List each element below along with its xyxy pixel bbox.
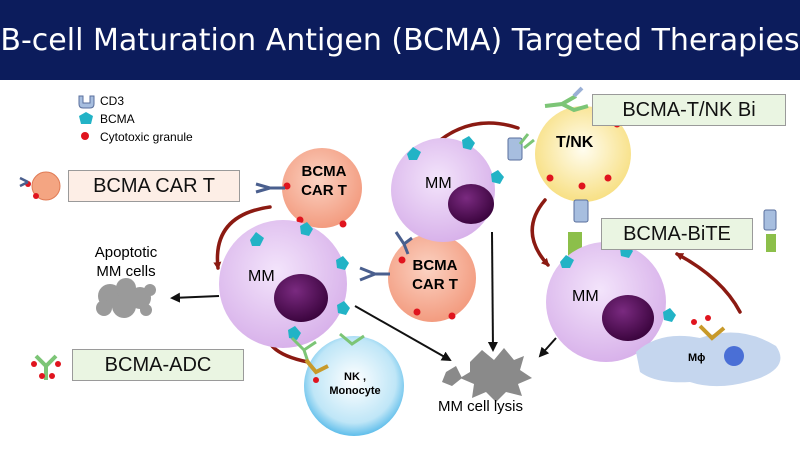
mm-cell-center xyxy=(391,136,504,242)
cd3-receptor-icon xyxy=(78,95,95,109)
macrophage-cell xyxy=(636,315,781,387)
macrophage-label: Mϕ xyxy=(688,352,706,364)
mm-cell-left xyxy=(219,220,350,348)
t-nk-bispecific-icon xyxy=(544,86,589,113)
car-t-attack-arrow xyxy=(213,205,272,270)
t-nk-cell xyxy=(507,106,631,223)
macrophage-arrow xyxy=(675,252,742,314)
apoptotic-label: Apoptotic MM cells xyxy=(94,244,158,280)
apoptosis-arrow xyxy=(170,292,220,303)
bcma-antigen-icon xyxy=(79,112,93,124)
bite-arrow xyxy=(530,198,550,267)
car-t-middle-label: BCMA CAR T xyxy=(412,257,458,293)
lysis-arrow-left xyxy=(354,305,452,361)
mm-center-label: MM xyxy=(425,175,452,192)
adc-antibody-icon xyxy=(31,354,61,380)
lysis-arrow-right xyxy=(538,337,557,358)
lysis-arrow-center xyxy=(487,231,498,352)
nk-monocyte-label: NK , Monocyte xyxy=(329,371,381,397)
cytotoxic-granule-icon xyxy=(81,132,89,140)
mm-left-label: MM xyxy=(248,268,275,285)
mm-cell-right xyxy=(546,242,676,362)
legend-label-cd3: CD3 xyxy=(100,94,125,108)
mm-right-label: MM xyxy=(572,288,599,305)
bite-small-icon xyxy=(763,209,777,252)
t-nk-bi-therapy-box: BCMA-T/NK Bi xyxy=(592,94,786,126)
t-nk-label: T/NK xyxy=(556,134,594,151)
lysed-cell-debris xyxy=(442,348,532,402)
car-t-small-icon xyxy=(19,171,61,201)
page-title: B-cell Maturation Antigen (BCMA) Targete… xyxy=(0,22,800,58)
bite-therapy-box: BCMA-BiTE xyxy=(601,218,753,250)
legend-label-granule: Cytotoxic granule xyxy=(100,130,193,144)
legend-label-bcma: BCMA xyxy=(100,112,135,126)
car-t-top-label: BCMA CAR T xyxy=(301,163,347,199)
apoptotic-cell-cluster xyxy=(96,278,156,318)
nk-monocyte-cell xyxy=(290,332,404,436)
lysis-label: MM cell lysis xyxy=(438,398,523,415)
adc-therapy-box: BCMA-ADC xyxy=(72,349,244,381)
car-t-therapy-box: BCMA CAR T xyxy=(68,170,240,202)
car-t-cell-middle xyxy=(359,231,476,322)
title-banner: B-cell Maturation Antigen (BCMA) Targete… xyxy=(0,0,800,80)
